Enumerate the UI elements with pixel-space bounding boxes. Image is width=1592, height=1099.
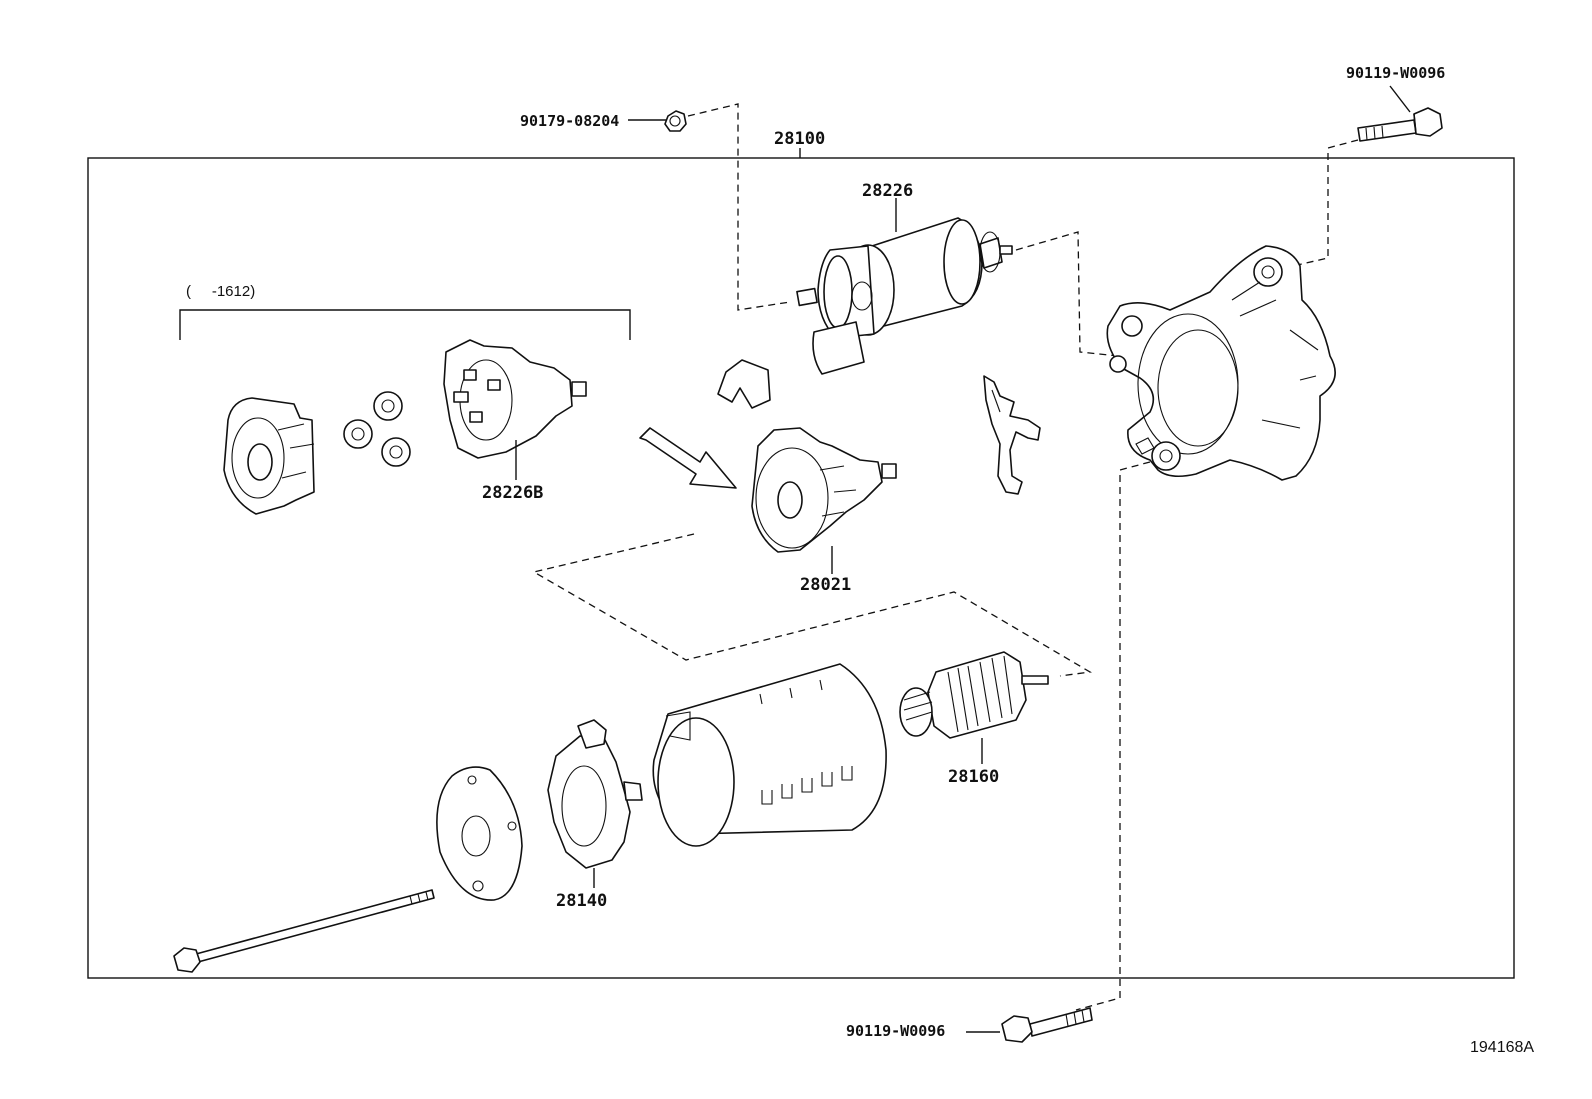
- planetary-gear-part-3: [381, 437, 411, 467]
- planetary-gear-part-1: [343, 419, 373, 449]
- label-solenoid: 28226: [862, 181, 913, 201]
- drive-lever-part: [983, 375, 1041, 495]
- brush-holder-part: [547, 719, 643, 888]
- planet-carrier-part: [443, 339, 587, 480]
- figure-code: 194168A: [1470, 1039, 1534, 1056]
- bolt-top-right-part: [1357, 107, 1443, 142]
- through-bolt-part: [173, 889, 435, 973]
- label-starter-assy: 28100: [774, 129, 825, 149]
- nut-dashed-path: [687, 103, 791, 311]
- label-nut: 90179-08204: [520, 112, 619, 130]
- replacement-arrow: [639, 427, 737, 489]
- bolt-bottom-part: [1001, 1007, 1093, 1043]
- range-bracket: [179, 309, 631, 340]
- armature-dashed-path: [532, 533, 1092, 677]
- assembly-boundary-box: [87, 157, 1515, 979]
- bolt-bottom-dashed-path: [1075, 461, 1151, 1011]
- planetary-gear-part-2: [373, 391, 403, 421]
- solenoid-dashed-path: [1015, 231, 1119, 357]
- bolt-top-right-leader: [1389, 85, 1411, 113]
- nut-part: [664, 110, 687, 132]
- end-cover-part: [436, 766, 523, 901]
- yoke-part: [652, 663, 887, 847]
- label-clutch-kit: 28226B: [482, 483, 543, 503]
- armature-part: [899, 651, 1049, 764]
- clutch-assembly-part: [751, 427, 897, 574]
- spring-retainer-part: [717, 359, 771, 409]
- label-armature: 28160: [948, 767, 999, 787]
- label-range-note: ( -1612): [186, 283, 255, 300]
- label-bolt-top-right: 90119-W0096: [1346, 64, 1445, 82]
- label-brush-holder: 28140: [556, 891, 607, 911]
- clutch-cover-part: [223, 397, 315, 515]
- bolt-top-right-dashed-path: [1283, 139, 1359, 269]
- label-bolt-bottom: 90119-W0096: [846, 1022, 945, 1040]
- label-clutch-assy: 28021: [800, 575, 851, 595]
- drive-housing-part: [1106, 245, 1336, 481]
- solenoid-part: [796, 217, 1013, 375]
